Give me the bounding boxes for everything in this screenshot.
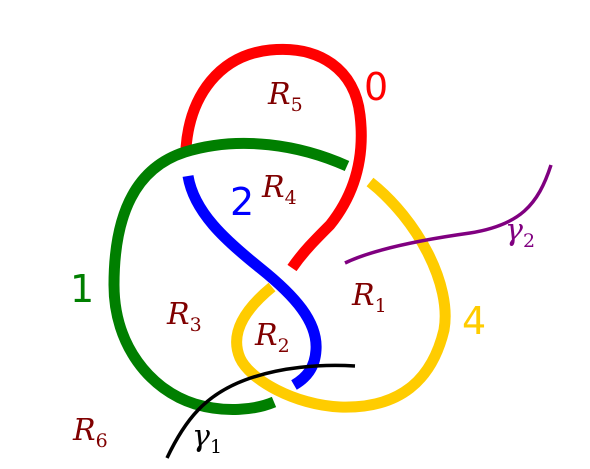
gamma-label-1: γ1 bbox=[192, 419, 222, 458]
gamma-1-curve bbox=[165, 363, 356, 459]
arc-label-0: 0 bbox=[364, 65, 388, 109]
region-label-r3: R3 bbox=[166, 297, 202, 336]
region-label-r6: R6 bbox=[72, 413, 108, 452]
arc-0 bbox=[180, 43, 367, 272]
gamma-label-2: γ2 bbox=[505, 213, 535, 252]
arc-4 bbox=[231, 177, 451, 413]
arc-label-2: 2 bbox=[230, 180, 254, 224]
region-label-r1: R1 bbox=[351, 278, 387, 317]
arc-label-4: 4 bbox=[462, 299, 486, 343]
region-label-r2: R2 bbox=[254, 318, 290, 357]
region-label-r4: R4 bbox=[261, 170, 297, 209]
gamma-2-curve bbox=[344, 164, 553, 265]
arc-1 bbox=[108, 137, 350, 415]
region-label-r5: R5 bbox=[267, 77, 303, 116]
arc-label-1: 1 bbox=[70, 267, 94, 311]
